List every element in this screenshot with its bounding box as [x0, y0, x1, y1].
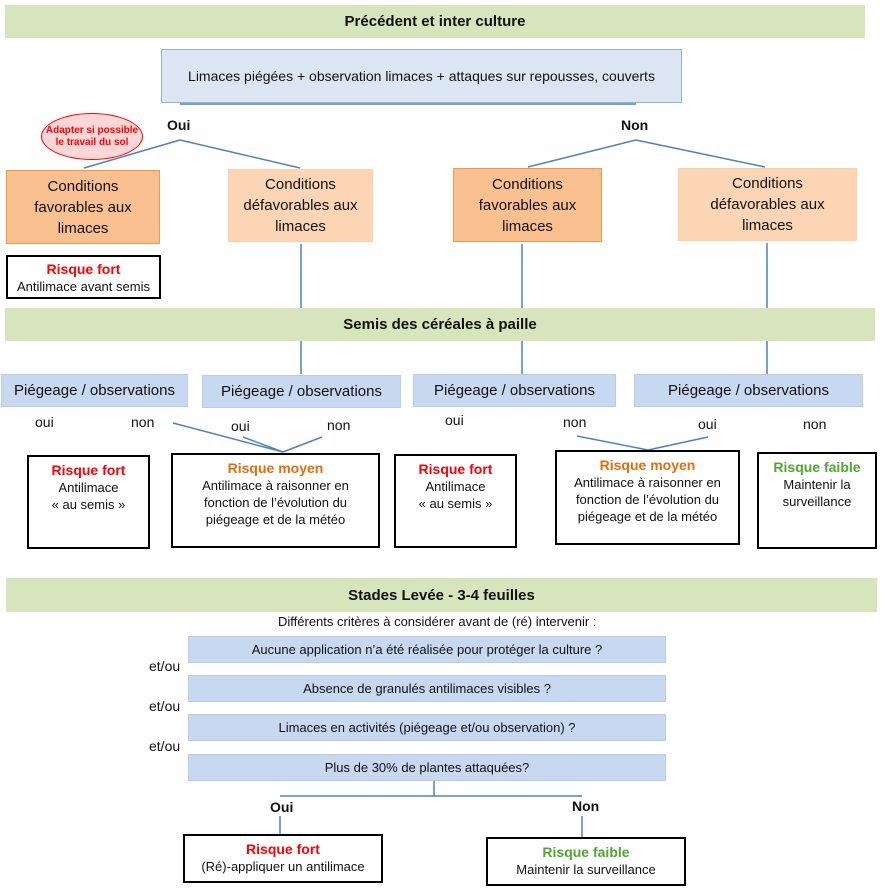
criterion-4: Plus de 30% de plantes attaquées? [188, 754, 666, 781]
risk-line: surveillance [782, 494, 852, 509]
condition-defavorable-2: Conditions défavorables aux limaces [678, 168, 857, 241]
oui-label-4: oui [698, 416, 717, 432]
criterion-2: Absence de granulés antilimaces visibles… [188, 675, 666, 702]
risk-line: Maintenir la [783, 477, 851, 492]
risk-box-fort-1: Risque fort Antilimace « au semis » [27, 455, 150, 549]
risk-box-faible-1: Risque faible Maintenir la surveillance [757, 452, 877, 549]
risk-box-moyen-1: Risque moyen Antilimace à raisonner en f… [171, 453, 380, 548]
oui-label-3: oui [445, 412, 464, 428]
risk-line: Antilimace à raisonner en [574, 475, 721, 490]
question-box: Limaces piégées + observation limaces + … [161, 49, 682, 103]
oui-label-top: Oui [167, 117, 191, 133]
risk-text: (Ré)-appliquer un antilimace [201, 859, 365, 874]
etou-label-2: et/ou [149, 698, 181, 714]
risk-title: Risque fort [246, 841, 320, 857]
section-title-semis: Semis des céréales à paille [5, 308, 875, 341]
risk-box-moyen-2: Risque moyen Antilimace à raisonner en f… [555, 450, 740, 545]
section-title-levee: Stades Levée - 3-4 feuilles [6, 578, 877, 612]
risk-line: « au semis » [418, 496, 493, 511]
risk-title: Risque moyen [599, 457, 696, 473]
risk-title: Risque faible [773, 459, 861, 475]
risk-title: Risque fort [418, 461, 493, 477]
condition-favorable-2: Conditions favorables aux limaces [453, 168, 602, 242]
risk-box-bottom-faible: Risque faible Maintenir la surveillance [486, 837, 686, 886]
piegeage-box-2: Piégeage / observations [202, 375, 401, 408]
risk-box-bottom-fort: Risque fort (Ré)-appliquer un antilimace [183, 834, 383, 883]
risk-line: fonction de l’évolution du [203, 495, 348, 510]
piegeage-box-3: Piégeage / observations [413, 374, 616, 407]
criteria-intro: Différents critères à considérer avant d… [278, 614, 597, 629]
risk-line: fonction de l’évolution du [575, 492, 720, 507]
risk-line: Antilimace [425, 479, 486, 494]
risk-line: « au semis » [51, 497, 126, 512]
risk-title: Risque moyen [227, 460, 324, 476]
risk-text: Antilimace avant semis [17, 279, 150, 294]
piegeage-box-1: Piégeage / observations [1, 374, 188, 407]
risk-title: Risque faible [542, 844, 630, 860]
risk-line: piégeage et de la météo [577, 509, 718, 524]
oui-label-2: oui [231, 418, 250, 434]
condition-favorable-1: Conditions favorables aux limaces [6, 170, 160, 244]
etou-label-1: et/ou [149, 658, 181, 674]
risk-box-fort-2: Risque fort Antilimace « au semis » [394, 454, 517, 548]
risk-title: Risque fort [46, 261, 121, 277]
criterion-3: Limaces en activités (piégeage et/ou obs… [188, 714, 666, 741]
non-label-2: non [327, 417, 351, 433]
oui-label-bottom: Oui [270, 799, 294, 815]
condition-defavorable-1: Conditions défavorables aux limaces [228, 169, 373, 242]
non-label-1: non [131, 414, 155, 430]
risk-text: Maintenir la surveillance [516, 862, 656, 877]
section-title-precedent: Précédent et inter culture [5, 5, 865, 38]
non-label-4: non [803, 416, 827, 432]
risk-line: piégeage et de la météo [205, 512, 346, 527]
non-label-top: Non [621, 117, 649, 133]
risk-line: Antilimace à raisonner en [202, 478, 349, 493]
non-label-bottom: Non [572, 798, 600, 814]
piegeage-box-4: Piégeage / observations [634, 374, 863, 407]
risk-title: Risque fort [51, 462, 126, 478]
risk-line: Antilimace [58, 480, 119, 495]
etou-label-3: et/ou [149, 738, 181, 754]
oui-label-1: oui [35, 414, 54, 430]
risk-box-antilimace-avant-semis: Risque fort Antilimace avant semis [6, 255, 161, 299]
note-ellipse: Adapter si possible le travail du sol [41, 113, 143, 160]
non-label-3: non [563, 414, 587, 430]
criterion-1: Aucune application n’a été réalisée pour… [188, 636, 666, 663]
